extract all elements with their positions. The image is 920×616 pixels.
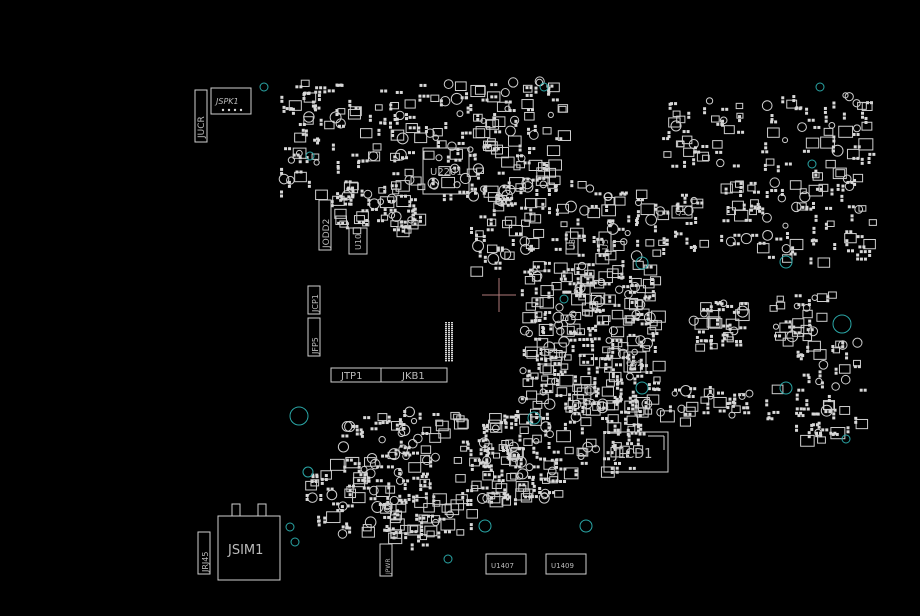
component-q5[interactable]: Q5 <box>671 205 693 219</box>
component-u2201[interactable]: U2201 <box>422 147 470 195</box>
label-jrj45: JRJ45 <box>201 552 210 573</box>
component-jfp5[interactable]: JFP5 <box>307 317 321 357</box>
component-u5[interactable]: U5 <box>598 231 612 255</box>
label-u2201: U2201 <box>430 167 463 178</box>
component-jrj45[interactable]: JRJ45 <box>197 531 211 575</box>
component-jcp1[interactable]: JCP1 <box>307 285 321 315</box>
component-u1407[interactable]: U1407 <box>485 553 527 575</box>
label-jodd2: JODD2 <box>322 219 332 249</box>
crosshair-cursor <box>482 278 516 312</box>
label-jtp1: JTP1 <box>340 371 362 382</box>
component-jsim1[interactable]: JSIM1 <box>217 503 281 581</box>
component-u10[interactable]: U10 <box>348 227 368 255</box>
label-jpwr: JPWR <box>385 559 392 576</box>
label-jspk1: JSPK1 <box>214 97 239 106</box>
label-u1409: U1409 <box>551 562 574 570</box>
label-jcp1: JCP1 <box>311 294 320 313</box>
label-q5: Q5 <box>675 208 686 217</box>
label-jucr: JUCR <box>197 116 207 139</box>
component-jkb1[interactable]: JKB1 <box>380 367 448 383</box>
component-jlcd1[interactable]: JLCD1 <box>603 431 669 473</box>
label-jfp5: JFP5 <box>311 337 320 355</box>
component-u1409[interactable]: U1409 <box>545 553 587 575</box>
component-q52[interactable]: Q52 <box>623 351 647 373</box>
label-u5: U5 <box>601 239 610 250</box>
component-jspk1[interactable]: JSPK1 <box>210 87 252 115</box>
component-jodd2[interactable]: JODD2 <box>318 199 332 251</box>
component-jucr[interactable]: JUCR <box>194 89 208 143</box>
component-u8[interactable]: U8 <box>565 231 579 255</box>
label-u10: U10 <box>354 234 363 250</box>
label-u8: U8 <box>568 239 577 250</box>
label-u1407: U1407 <box>491 562 514 570</box>
via-layer <box>259 82 852 564</box>
label-jlcd1: JLCD1 <box>613 447 652 462</box>
smd-component-layer <box>278 76 877 551</box>
component-jpwr[interactable]: JPWR <box>379 543 393 577</box>
pin-header-array <box>445 322 453 362</box>
label-jsim1: JSIM1 <box>227 543 263 558</box>
label-jkb1: JKB1 <box>401 371 425 382</box>
label-q52: Q52 <box>626 359 642 368</box>
